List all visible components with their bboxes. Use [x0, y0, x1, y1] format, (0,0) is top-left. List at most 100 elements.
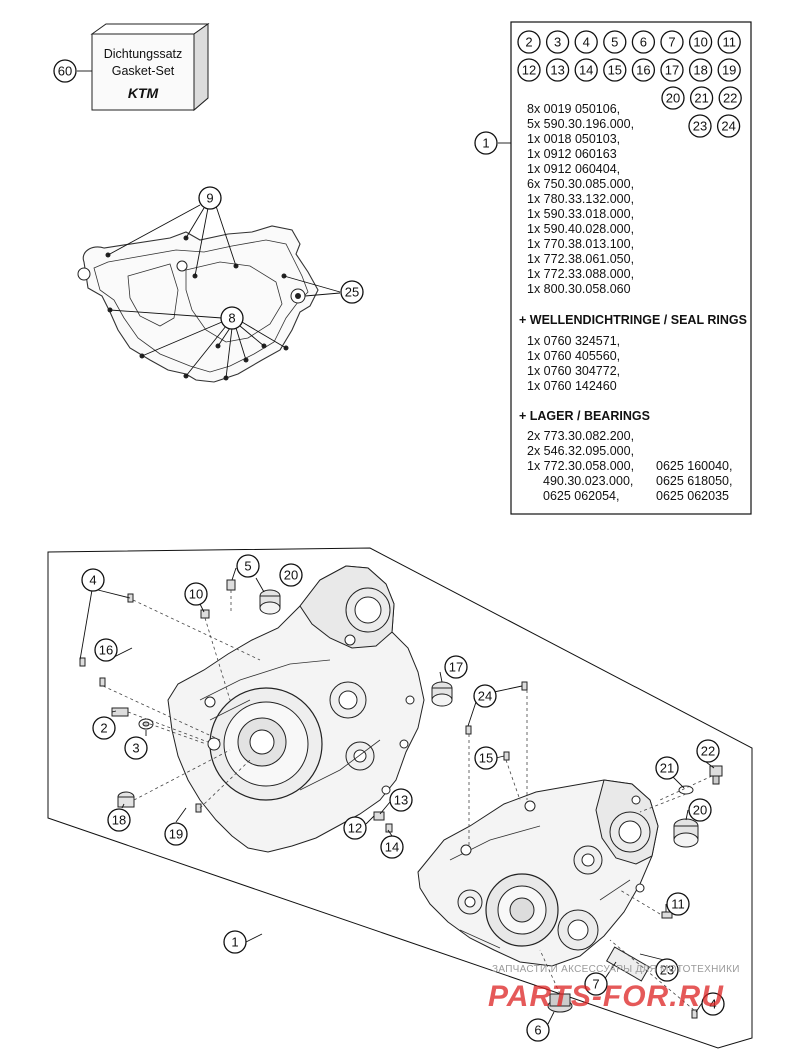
callout-8: 8 [220, 306, 244, 330]
engine-leaders [79, 567, 715, 1025]
seal-line: 1x 0760 324571, [527, 334, 620, 348]
bearing-line: 1x 772.30.058.000, [527, 459, 634, 473]
callout-1-list: 1 [474, 131, 498, 155]
bearing-line: 0625 062054, [543, 489, 619, 503]
svg-text:2: 2 [100, 721, 107, 736]
callout-16: 16 [94, 638, 118, 662]
part-number: 20 [666, 91, 680, 106]
item-line: 6x 750.30.085.000, [527, 177, 634, 191]
callout-12: 12 [343, 816, 367, 840]
loose-parts [79, 579, 723, 1019]
svg-text:15: 15 [479, 751, 493, 766]
seal-ring-items: 1x 0760 324571, 1x 0760 405560, 1x 0760 … [527, 334, 620, 393]
callout-14: 14 [380, 835, 404, 859]
part-number-circle: 17 [660, 58, 684, 82]
part-number-circle: 19 [717, 58, 741, 82]
callout-18: 18 [107, 808, 131, 832]
part-number: 22 [723, 91, 737, 106]
callout-10: 10 [184, 582, 208, 606]
svg-text:3: 3 [132, 741, 139, 756]
callout-19: 19 [164, 822, 188, 846]
watermark-tagline: ЗАПЧАСТИ И АКСЕССУАРЫ ДЛЯ МОТОТЕХНИКИ [492, 964, 740, 975]
part-number: 5 [611, 35, 618, 50]
part-number-circle: 10 [688, 30, 713, 54]
svg-text:12: 12 [348, 821, 362, 836]
parts-items: 8x 0019 050106, 5x 590.30.196.000, 1x 00… [527, 102, 634, 296]
bearing-line: 0625 618050, [656, 474, 732, 488]
svg-text:11: 11 [671, 897, 685, 912]
callout-15: 15 [474, 746, 498, 770]
svg-text:19: 19 [169, 827, 183, 842]
bearing-line: 490.30.023.000, [543, 474, 633, 488]
part-number: 10 [693, 35, 707, 50]
callout-13: 13 [389, 788, 413, 812]
crankcase-gasket-drawing [77, 225, 319, 383]
item-line: 1x 780.33.132.000, [527, 192, 634, 206]
item-line: 1x 800.30.058.060 [527, 282, 631, 296]
part-number-circle: 18 [688, 58, 713, 82]
callout-7: 7 [584, 972, 608, 996]
watermark-logo: PARTS-FOR.RU [488, 980, 724, 1013]
part-number: 11 [722, 35, 736, 50]
gasket-set-line2: Gasket-Set [112, 64, 175, 78]
item-line: 1x 0018 050103, [527, 132, 620, 146]
part-number: 17 [665, 63, 679, 78]
callout-3: 3 [124, 736, 148, 760]
callout-5: 5 [236, 554, 260, 578]
ktm-logo: KTM [128, 85, 159, 101]
part-number-circle: 11 [717, 30, 741, 54]
right-crankcase-half [417, 779, 659, 967]
svg-text:10: 10 [189, 587, 203, 602]
part-number-circle: 12 [517, 58, 541, 82]
part-number-circle: 22 [718, 86, 742, 110]
svg-text:14: 14 [385, 840, 399, 855]
part-number: 15 [608, 63, 622, 78]
part-number-circle: 16 [631, 58, 656, 82]
callout-21: 21 [655, 756, 679, 780]
bearing-line: 0625 160040, [656, 459, 732, 473]
item-line: 1x 590.33.018.000, [527, 207, 634, 221]
part-number-circle: 4 [574, 30, 598, 54]
bearing-line: 2x 773.30.082.200, [527, 429, 634, 443]
part-number: 23 [693, 119, 707, 134]
assembly-frame [47, 547, 753, 1049]
svg-text:17: 17 [449, 660, 463, 675]
bearings-heading: + LAGER / BEARINGS [519, 409, 650, 423]
part-number-circle: 14 [574, 58, 598, 82]
item-line: 1x 0912 060404, [527, 162, 620, 176]
left-crankcase-half [167, 565, 425, 853]
part-number: 21 [694, 91, 708, 106]
callout-4: 4 [81, 568, 105, 592]
svg-text:13: 13 [394, 793, 408, 808]
engine-callouts: 4 5 20 10 16 2 3 18 19 17 24 15 13 12 14… [81, 554, 725, 1042]
callout-2: 2 [92, 716, 116, 740]
callout-6: 6 [526, 1018, 550, 1042]
svg-text:21: 21 [660, 761, 674, 776]
part-number-circle: 2 [517, 30, 541, 54]
part-number-circle: 24 [716, 114, 741, 138]
item-line: 1x 0912 060163 [527, 147, 617, 161]
part-number-circle: 6 [631, 30, 656, 54]
item-line: 1x 770.38.013.100, [527, 237, 634, 251]
part-number-circle: 13 [545, 58, 570, 82]
part-number-circle: 23 [688, 114, 712, 138]
callout-4b: 4 [701, 992, 725, 1016]
svg-text:20: 20 [693, 803, 707, 818]
svg-text:7: 7 [592, 977, 599, 992]
seal-line: 1x 0760 304772, [527, 364, 620, 378]
part-number: 2 [525, 35, 532, 50]
gasket-set-line1: Dichtungssatz [104, 47, 183, 61]
assembly-dashes [102, 590, 713, 1011]
bearing-line: 0625 062035 [656, 489, 729, 503]
callout-23: 23 [655, 958, 679, 982]
svg-text:60: 60 [58, 64, 72, 79]
part-number-circle: 20 [661, 86, 685, 110]
svg-text:20: 20 [284, 568, 298, 583]
item-line: 5x 590.30.196.000, [527, 117, 634, 131]
svg-text:4: 4 [709, 997, 716, 1012]
part-number: 7 [668, 35, 675, 50]
callout-25: 25 [340, 280, 364, 304]
item-line: 1x 772.33.088.000, [527, 267, 634, 281]
